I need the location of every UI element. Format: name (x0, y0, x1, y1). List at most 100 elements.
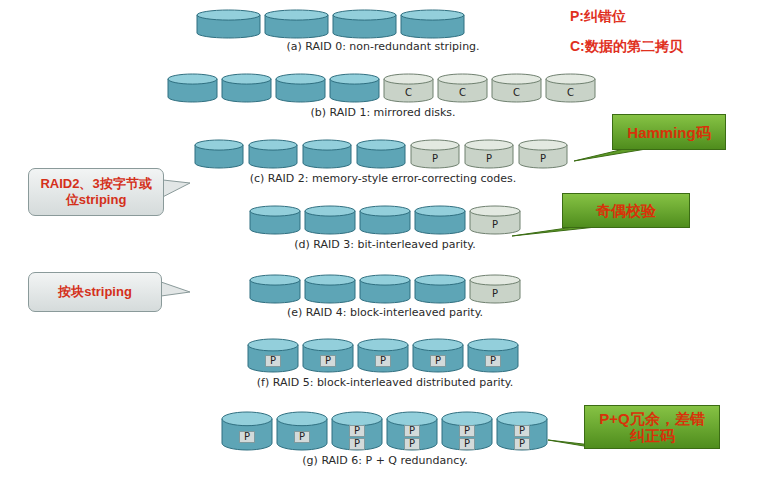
disk-cylinder (546, 74, 595, 102)
disk-top (438, 74, 487, 84)
disk-letter: P (294, 431, 310, 443)
disk-letter: C (567, 88, 574, 98)
disk-top (357, 140, 405, 150)
disk-cylinder (332, 412, 382, 450)
disk-top (277, 412, 327, 426)
disk-letter: P (430, 355, 446, 367)
figure-caption: (g) RAID 6: P + Q redundancy. (302, 454, 467, 467)
disk-letter: P (492, 220, 498, 230)
callout-box: RAID2、3按字节或位striping (28, 168, 164, 216)
disk-cylinder (305, 275, 355, 303)
disk-letter: P (459, 425, 475, 437)
disk-cylinder (413, 339, 463, 372)
disk-top (195, 140, 243, 150)
disk-letter: P (349, 425, 365, 437)
disk-top (197, 10, 260, 20)
disk-top (411, 140, 459, 150)
disk-cylinder (492, 74, 541, 102)
figure-caption: (d) RAID 3: bit-interleaved parity. (294, 238, 476, 251)
disk-letter: C (513, 88, 520, 98)
disk-top (222, 412, 272, 426)
disk-label: P (413, 351, 463, 371)
disk-letter: P (349, 438, 365, 450)
disk-top (546, 74, 595, 84)
disk-cylinder (333, 10, 396, 38)
callout-text: Hamming码 (627, 124, 710, 141)
disk-top (401, 10, 464, 20)
disk-cylinder (276, 74, 325, 102)
disk-letter: C (405, 88, 412, 98)
callout-box: 奇偶校验 (562, 193, 690, 228)
disk-top (250, 206, 300, 216)
disk-top (468, 339, 518, 351)
figure-caption: (e) RAID 4: block-interleaved parity. (287, 306, 483, 319)
disk-cylinder (442, 412, 492, 450)
callout-text: P+Q冗余，差错纠正码 (593, 410, 711, 444)
disk-cylinder (411, 140, 459, 168)
key-note: C:数据的第二拷贝 (570, 38, 683, 56)
disk-label: C (384, 84, 433, 101)
disk-label: P (468, 351, 518, 371)
disk-cylinder (248, 339, 298, 372)
disk-cylinder (249, 140, 297, 168)
disk-top (305, 275, 355, 285)
disk-cylinder (497, 412, 547, 450)
disk-label: P (303, 351, 353, 371)
disk-letter: P (485, 355, 501, 367)
disk-top (330, 74, 379, 84)
disk-letter: P (265, 355, 281, 367)
disk-cylinder (195, 140, 243, 168)
callout-box: Hamming码 (612, 114, 726, 150)
disk-cylinder (401, 10, 464, 38)
disk-top (250, 275, 300, 285)
disk-letter: P (404, 425, 420, 437)
disk-cylinder (197, 10, 260, 38)
disk-top (465, 140, 513, 150)
disk-top (249, 140, 297, 150)
disk-cylinder (387, 412, 437, 450)
disk-label: P (465, 150, 513, 167)
disk-cylinder (470, 206, 520, 234)
disk-label: P (411, 150, 459, 167)
disk-top (497, 412, 547, 426)
figure-caption: (b) RAID 1: mirrored disks. (310, 106, 455, 119)
disk-cylinder (358, 339, 408, 372)
disk-label: C (438, 84, 487, 101)
disk-letter: P (320, 355, 336, 367)
disk-letter: P (514, 425, 530, 437)
disk-top (303, 339, 353, 351)
disk-cylinder (250, 206, 300, 234)
disk-top (415, 275, 465, 285)
disk-cylinder (415, 206, 465, 234)
disk-letter: P (492, 289, 498, 299)
disk-label: PP (442, 426, 492, 449)
figure-caption: (a) RAID 0: non-redundant striping. (286, 40, 479, 53)
disk-cylinder (415, 275, 465, 303)
disk-cylinder (519, 140, 567, 168)
disk-top (387, 412, 437, 426)
callout-pointer (161, 282, 190, 296)
disk-cylinder (305, 206, 355, 234)
callout-pointer (574, 149, 646, 161)
callout-box: P+Q冗余，差错纠正码 (584, 405, 720, 449)
disk-top (332, 412, 382, 426)
disk-cylinder (468, 339, 518, 372)
disk-label: C (492, 84, 541, 101)
disk-top (384, 74, 433, 84)
disk-letter: P (404, 438, 420, 450)
disk-top (413, 339, 463, 351)
figure-caption: (c) RAID 2: memory-style error-correctin… (250, 172, 517, 185)
disk-top (415, 206, 465, 216)
callout-pointer (512, 227, 596, 236)
disk-label: P (470, 216, 520, 233)
disk-top (519, 140, 567, 150)
disk-label: PP (332, 426, 382, 449)
disk-label: PP (387, 426, 437, 449)
disk-cylinder (438, 74, 487, 102)
disk-top (168, 74, 217, 84)
callout-text: 按块striping (58, 284, 132, 300)
disk-letter: P (459, 438, 475, 450)
disk-label: P (358, 351, 408, 371)
disk-label: P (248, 351, 298, 371)
